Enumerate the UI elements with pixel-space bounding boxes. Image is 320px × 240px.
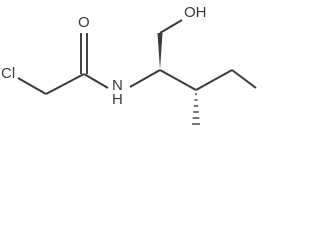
atom-label-amide-hydrogen: H xyxy=(112,91,123,108)
bond-calpha-cbeta xyxy=(159,69,197,91)
bond-ch2-oh xyxy=(159,19,183,34)
bond-cl-ch2 xyxy=(17,77,47,95)
bond-n-calpha xyxy=(129,69,161,88)
bond-carbonyl-n xyxy=(83,73,109,89)
atom-label-chlorine: Cl xyxy=(1,65,15,82)
bond-cbeta-methyl-hash xyxy=(192,93,200,125)
atom-label-carbonyl-oxygen: O xyxy=(78,14,90,31)
bond-calpha-ch2oh-wedge xyxy=(157,33,163,70)
atom-label-amide-nitrogen: N xyxy=(112,77,123,94)
atom-label-hydroxyl: OH xyxy=(184,4,207,21)
bond-ethyl-ch3 xyxy=(231,69,257,89)
chemical-structure: Cl O N H OH xyxy=(1,4,257,125)
bond-cbeta-ethyl-ch2 xyxy=(195,69,233,91)
bond-ch2-carbonyl xyxy=(45,73,85,95)
